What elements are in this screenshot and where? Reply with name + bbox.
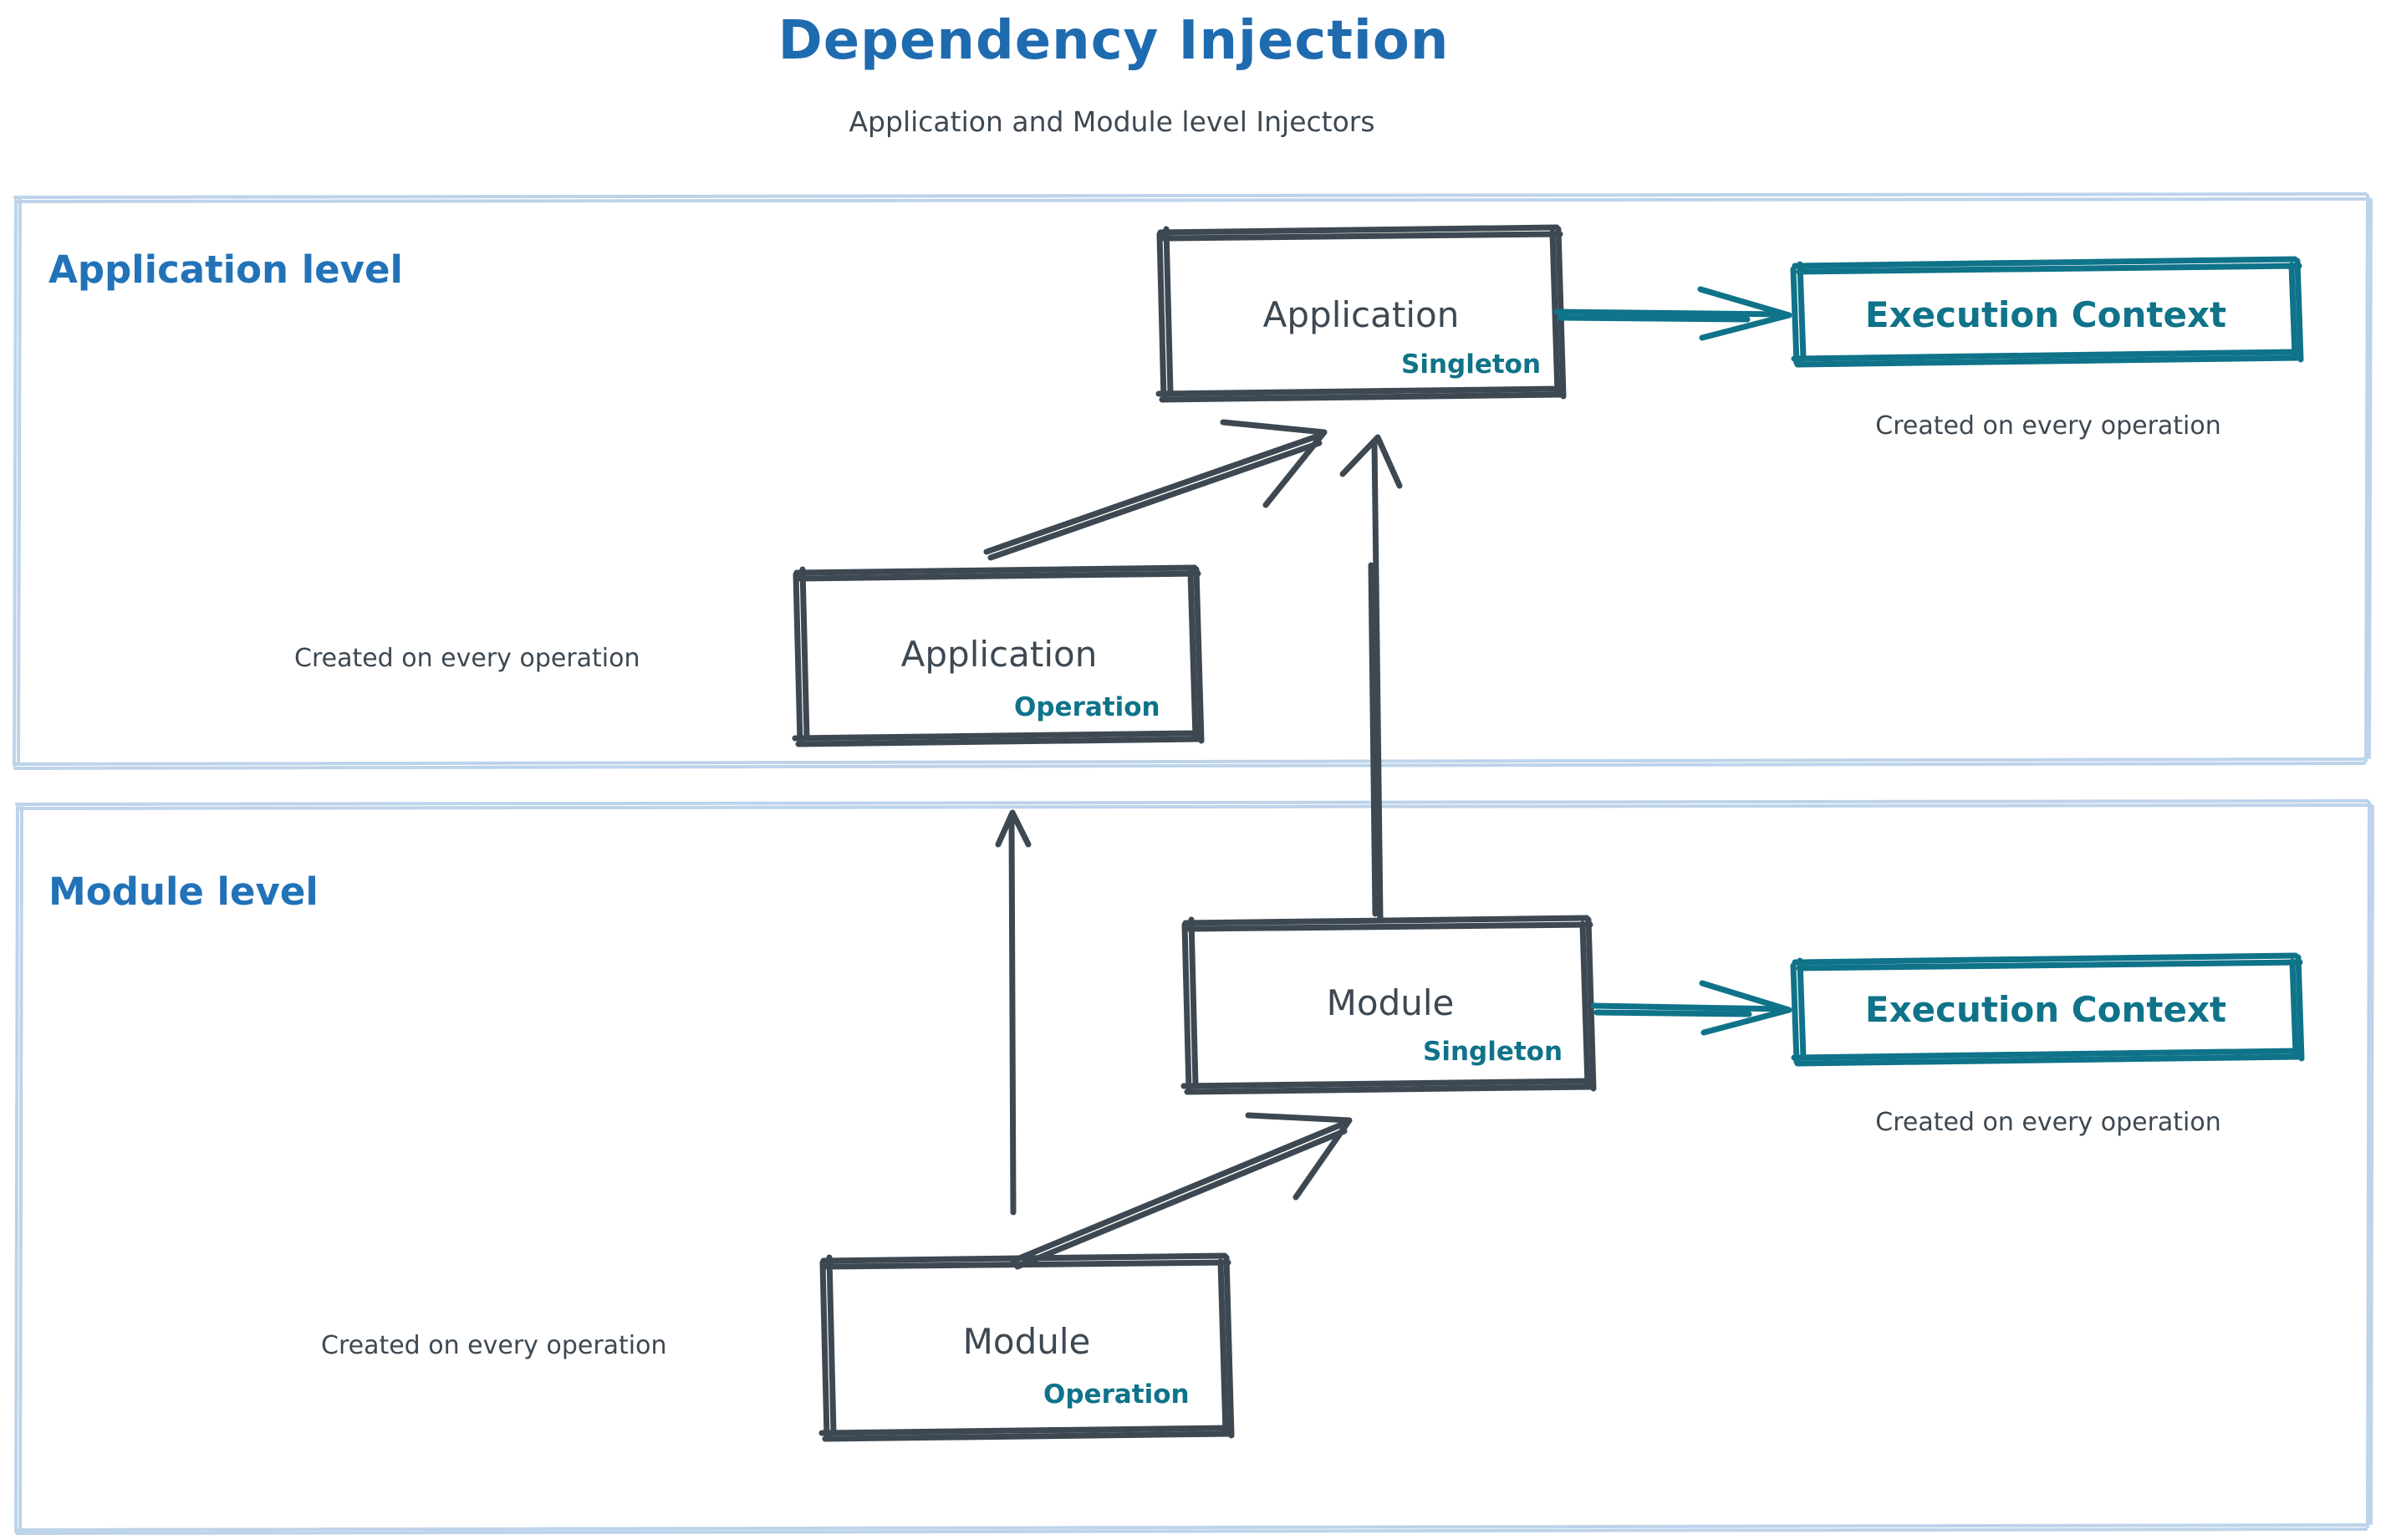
node-application-operation-scope: Operation <box>1014 692 1160 722</box>
edge-module-singleton-to-app-singleton <box>1339 434 1403 920</box>
node-module-singleton-title: Module <box>1326 982 1455 1023</box>
edge-app-operation-to-app-singleton <box>983 419 1328 561</box>
edge-module-singleton-to-module-execution-context <box>1590 980 1792 1036</box>
zone-module-level-frame <box>14 799 2374 1535</box>
node-application-singleton-title: Application <box>1262 294 1460 335</box>
node-module-singleton-box[interactable] <box>1180 915 1597 1095</box>
node-module-operation-title: Module <box>962 1321 1091 1362</box>
node-module-operation-scope: Operation <box>1043 1379 1190 1410</box>
zone-label-module-level: Module level <box>48 869 319 914</box>
edge-module-operation-to-module-singleton <box>1010 1112 1353 1270</box>
zone-label-application-level: Application level <box>48 247 403 292</box>
node-module-execution-context-title: Execution Context <box>1864 989 2227 1030</box>
note-application-execution-context: Created on every operation <box>1875 411 2221 441</box>
edge-app-singleton-to-app-execution-context <box>1553 286 1792 341</box>
note-module-operation: Created on every operation <box>321 1331 667 1360</box>
node-module-singleton-scope: Singleton <box>1423 1037 1563 1067</box>
node-application-operation-title: Application <box>900 634 1098 675</box>
note-application-operation: Created on every operation <box>294 644 640 673</box>
node-application-execution-context-title: Execution Context <box>1864 294 2227 335</box>
node-application-singleton-scope: Singleton <box>1401 349 1542 380</box>
zone-application-level-frame <box>13 192 2373 770</box>
node-application-singleton-box[interactable] <box>1155 224 1567 403</box>
page-subtitle: Application and Module level Injectors <box>849 105 1375 138</box>
node-module-execution-context-box[interactable] <box>1790 952 2305 1067</box>
page-title: Dependency Injection <box>777 10 1450 72</box>
node-application-execution-context-box[interactable] <box>1790 256 2304 368</box>
node-application-operation-box[interactable] <box>792 564 1205 747</box>
edge-module-operation-to-app-operation <box>995 809 1032 1216</box>
note-module-execution-context: Created on every operation <box>1875 1108 2221 1137</box>
